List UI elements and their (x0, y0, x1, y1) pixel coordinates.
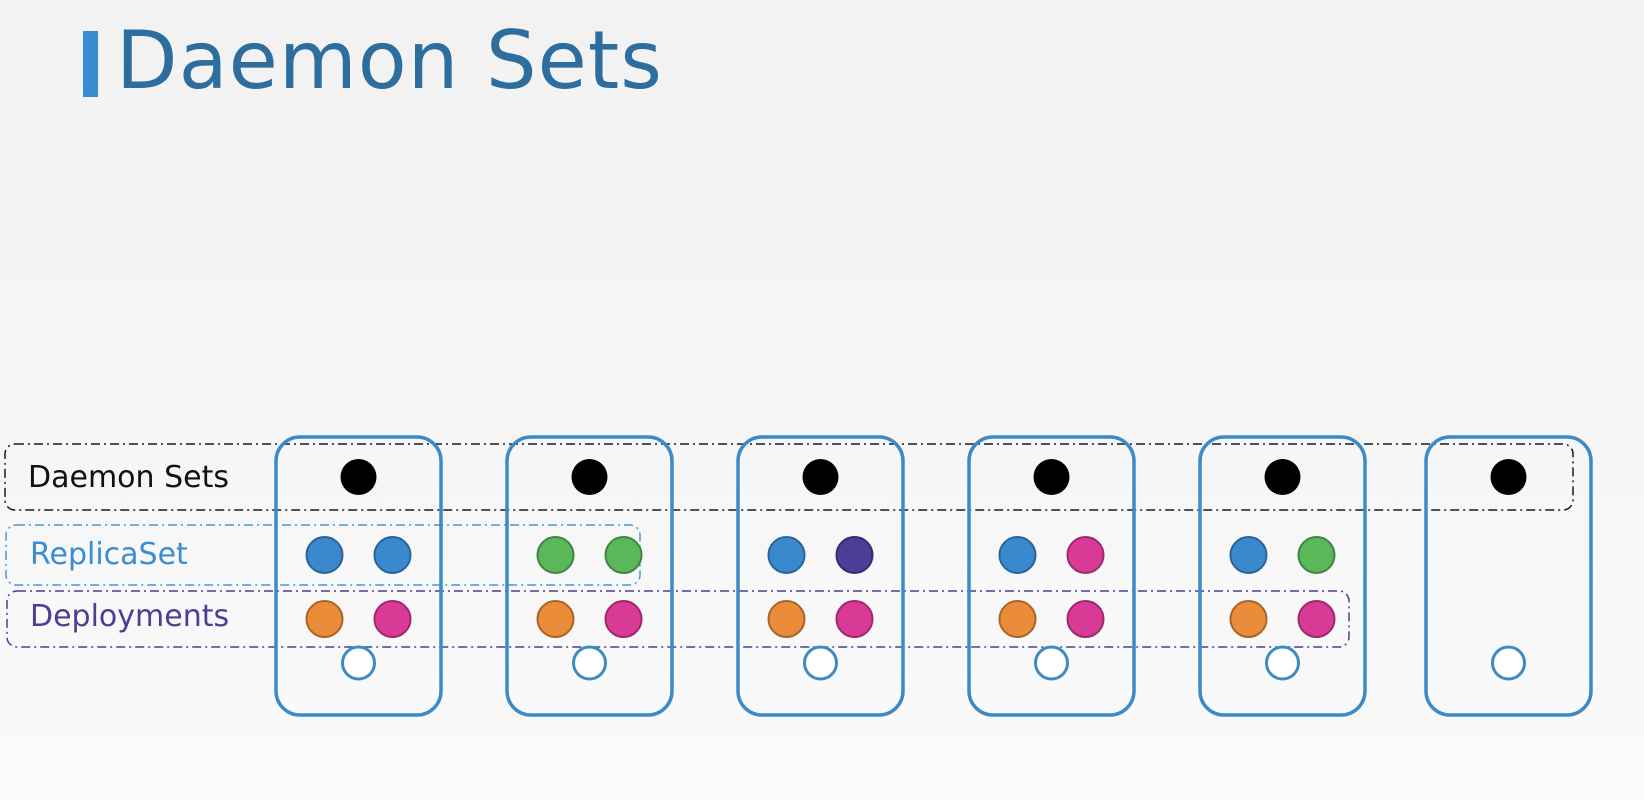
replicaset-pod-node-1-1 (305, 536, 344, 574)
deployment-pod-node-3-2 (835, 600, 874, 638)
empty-slot-node-1 (341, 645, 376, 681)
daemon-pod-node-4 (1033, 459, 1070, 495)
empty-slot-node-5 (1265, 645, 1300, 681)
replicaset-pod-node-5-2 (1297, 536, 1336, 574)
deployment-pod-node-3-1 (767, 600, 806, 638)
node-6 (1424, 435, 1593, 717)
empty-slot-node-6 (1491, 645, 1526, 681)
deployment-pod-node-2-1 (536, 600, 575, 638)
title-accent-bar (83, 31, 98, 97)
deployment-pod-node-1-1 (305, 600, 344, 638)
node-1 (274, 435, 443, 717)
daemon-pod-node-3 (802, 459, 839, 495)
nodes-layer (274, 435, 1593, 717)
daemon-sets-group-outline (4, 443, 1574, 511)
deployment-pod-node-5-2 (1297, 600, 1336, 638)
replicaset-pod-node-4-2 (1066, 536, 1105, 574)
empty-slot-node-2 (572, 645, 607, 681)
node-4 (967, 435, 1136, 717)
daemon-sets-label: Daemon Sets (28, 460, 229, 495)
deployment-pod-node-4-2 (1066, 600, 1105, 638)
deployment-pod-node-2-2 (604, 600, 643, 638)
replicaset-label: ReplicaSet (30, 537, 188, 572)
node-5 (1198, 435, 1367, 717)
empty-slot-node-4 (1034, 645, 1069, 681)
replicaset-pod-node-3-2 (835, 536, 874, 574)
deployment-pod-node-1-2 (373, 600, 412, 638)
replicaset-pod-node-4-1 (998, 536, 1037, 574)
deployment-pod-node-5-1 (1229, 600, 1268, 638)
replicaset-pod-node-2-2 (604, 536, 643, 574)
replicaset-pod-node-1-2 (373, 536, 412, 574)
node-3 (736, 435, 905, 717)
daemon-pod-node-2 (571, 459, 608, 495)
empty-slot-node-3 (803, 645, 838, 681)
daemon-pod-node-6 (1490, 459, 1527, 495)
daemon-pod-node-1 (340, 459, 377, 495)
slide-title: Daemon Sets (116, 14, 663, 107)
deployments-label: Deployments (30, 599, 230, 634)
deployments-group-outline (6, 590, 1350, 648)
deployment-pod-node-4-1 (998, 600, 1037, 638)
replicaset-pod-node-3-1 (767, 536, 806, 574)
replicaset-pod-node-2-1 (536, 536, 575, 574)
replicaset-pod-node-5-1 (1229, 536, 1268, 574)
node-2 (505, 435, 674, 717)
daemon-pod-node-5 (1264, 459, 1301, 495)
